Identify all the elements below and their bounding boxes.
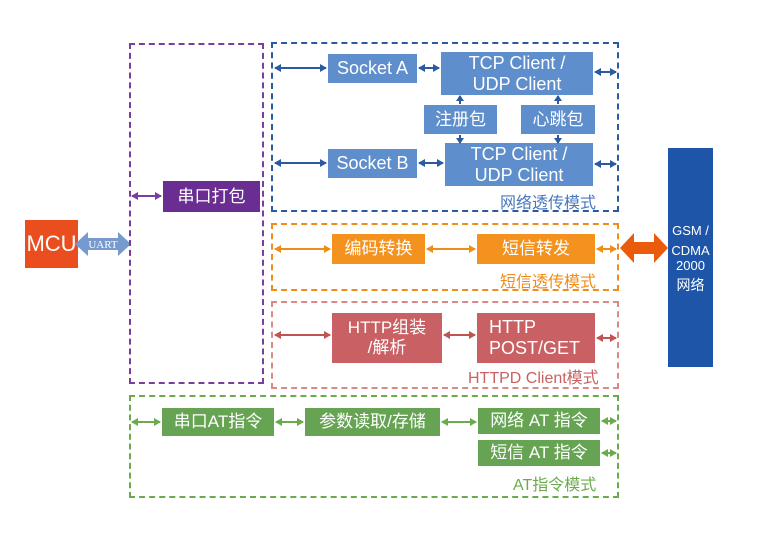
http-assembly-block: HTTP组装 /解析 bbox=[332, 313, 442, 363]
serial-at-label: 串口AT指令 bbox=[173, 412, 263, 431]
socket-b-block: Socket B bbox=[328, 149, 417, 178]
arrow-socket-a-tcp bbox=[418, 64, 440, 72]
sms-forwarding-label: 短信转发 bbox=[502, 239, 570, 258]
heartbeat-packet-block: 心跳包 bbox=[521, 105, 595, 134]
http-assembly-line1: HTTP组装 bbox=[347, 318, 427, 337]
arrow-border-encoding bbox=[274, 245, 331, 253]
arrow-tcp-top-border bbox=[594, 68, 617, 76]
thick-arrow-sms-gsm-icon bbox=[620, 233, 668, 263]
arrow-heartbeat-down bbox=[554, 135, 562, 144]
network-mode-zone bbox=[271, 42, 619, 212]
encoding-conversion-block: 编码转换 bbox=[332, 234, 425, 264]
network-at-label: 网络 AT 指令 bbox=[490, 411, 588, 430]
arrow-tcp-bottom-border bbox=[594, 160, 617, 168]
http-assembly-line2: /解析 bbox=[367, 338, 407, 357]
arrow-assembly-postget bbox=[443, 331, 476, 339]
tcp-bottom-line1: TCP Client / bbox=[470, 143, 568, 164]
network-mode-title: 网络透传模式 bbox=[500, 195, 597, 212]
arrow-registration-up bbox=[456, 95, 464, 104]
socket-a-block: Socket A bbox=[328, 54, 417, 83]
arrow-socket-b-tcp bbox=[418, 159, 444, 167]
tcp-client-top-block: TCP Client / UDP Client bbox=[441, 52, 593, 95]
sms-at-label: 短信 AT 指令 bbox=[490, 443, 588, 462]
serial-packing-block: 串口打包 bbox=[163, 181, 260, 212]
sms-at-block: 短信 AT 指令 bbox=[478, 440, 600, 466]
arrow-param-network-at bbox=[441, 418, 477, 426]
arrow-heartbeat-up bbox=[554, 95, 562, 104]
arrow-border-http-assembly bbox=[274, 331, 331, 339]
gsm-line2: CDMA bbox=[671, 242, 710, 258]
mcu-label: MCU bbox=[26, 231, 77, 256]
serial-packing-zone bbox=[129, 43, 264, 384]
sms-mode-zone bbox=[271, 223, 619, 291]
uart-arrow-icon: UART bbox=[75, 232, 131, 256]
httpd-mode-title: HTTPD Client模式 bbox=[468, 370, 599, 387]
http-postget-line2: POST/GET bbox=[489, 338, 581, 358]
uart-label: UART bbox=[88, 239, 118, 251]
at-mode-title: AT指令模式 bbox=[513, 477, 597, 494]
param-rw-label: 参数读取/存储 bbox=[319, 412, 426, 431]
serial-at-block: 串口AT指令 bbox=[162, 408, 274, 436]
tcp-top-line1: TCP Client / bbox=[468, 52, 566, 73]
arrow-postget-border bbox=[596, 334, 617, 342]
mcu-block: MCU bbox=[25, 220, 78, 268]
sms-mode-title: 短信透传模式 bbox=[500, 274, 597, 291]
arrow-registration-down bbox=[456, 135, 464, 144]
network-at-block: 网络 AT 指令 bbox=[478, 408, 600, 434]
socket-b-label: Socket B bbox=[336, 153, 409, 173]
arrow-encoding-forwarding bbox=[426, 245, 476, 253]
registration-packet-block: 注册包 bbox=[424, 105, 497, 134]
arrow-border-socket-a bbox=[274, 64, 327, 72]
serial-packing-label: 串口打包 bbox=[177, 186, 246, 206]
tcp-client-bottom-block: TCP Client / UDP Client bbox=[445, 143, 593, 186]
heartbeat-packet-label: 心跳包 bbox=[532, 109, 584, 129]
arrow-forwarding-border bbox=[596, 245, 617, 253]
encoding-conversion-label: 编码转换 bbox=[344, 239, 413, 258]
registration-packet-label: 注册包 bbox=[435, 109, 486, 129]
arrow-sms-at-border bbox=[601, 449, 617, 457]
arrow-border-socket-b bbox=[274, 159, 327, 167]
gsm-network-bar: GSM / CDMA 2000 网络 bbox=[668, 148, 713, 367]
http-postget-block: HTTP POST/GET bbox=[477, 313, 595, 363]
arrow-serial-at-param bbox=[275, 418, 304, 426]
at-mode-zone bbox=[129, 395, 619, 498]
tcp-bottom-line2: UDP Client bbox=[474, 164, 564, 185]
gsm-line3: 2000 bbox=[676, 257, 705, 273]
param-rw-block: 参数读取/存储 bbox=[305, 408, 440, 436]
arrow-network-at-border bbox=[601, 417, 617, 425]
arrow-border-serial-at bbox=[131, 418, 161, 426]
gsm-line1: GSM / bbox=[672, 222, 709, 238]
tcp-top-line2: UDP Client bbox=[472, 73, 562, 94]
sms-forwarding-block: 短信转发 bbox=[477, 234, 595, 264]
arrow-mcu-serial-packing bbox=[131, 192, 162, 200]
socket-a-label: Socket A bbox=[336, 58, 409, 78]
httpd-mode-zone bbox=[271, 301, 619, 389]
http-postget-line1: HTTP bbox=[489, 317, 536, 337]
gsm-line4: 网络 bbox=[676, 276, 705, 293]
